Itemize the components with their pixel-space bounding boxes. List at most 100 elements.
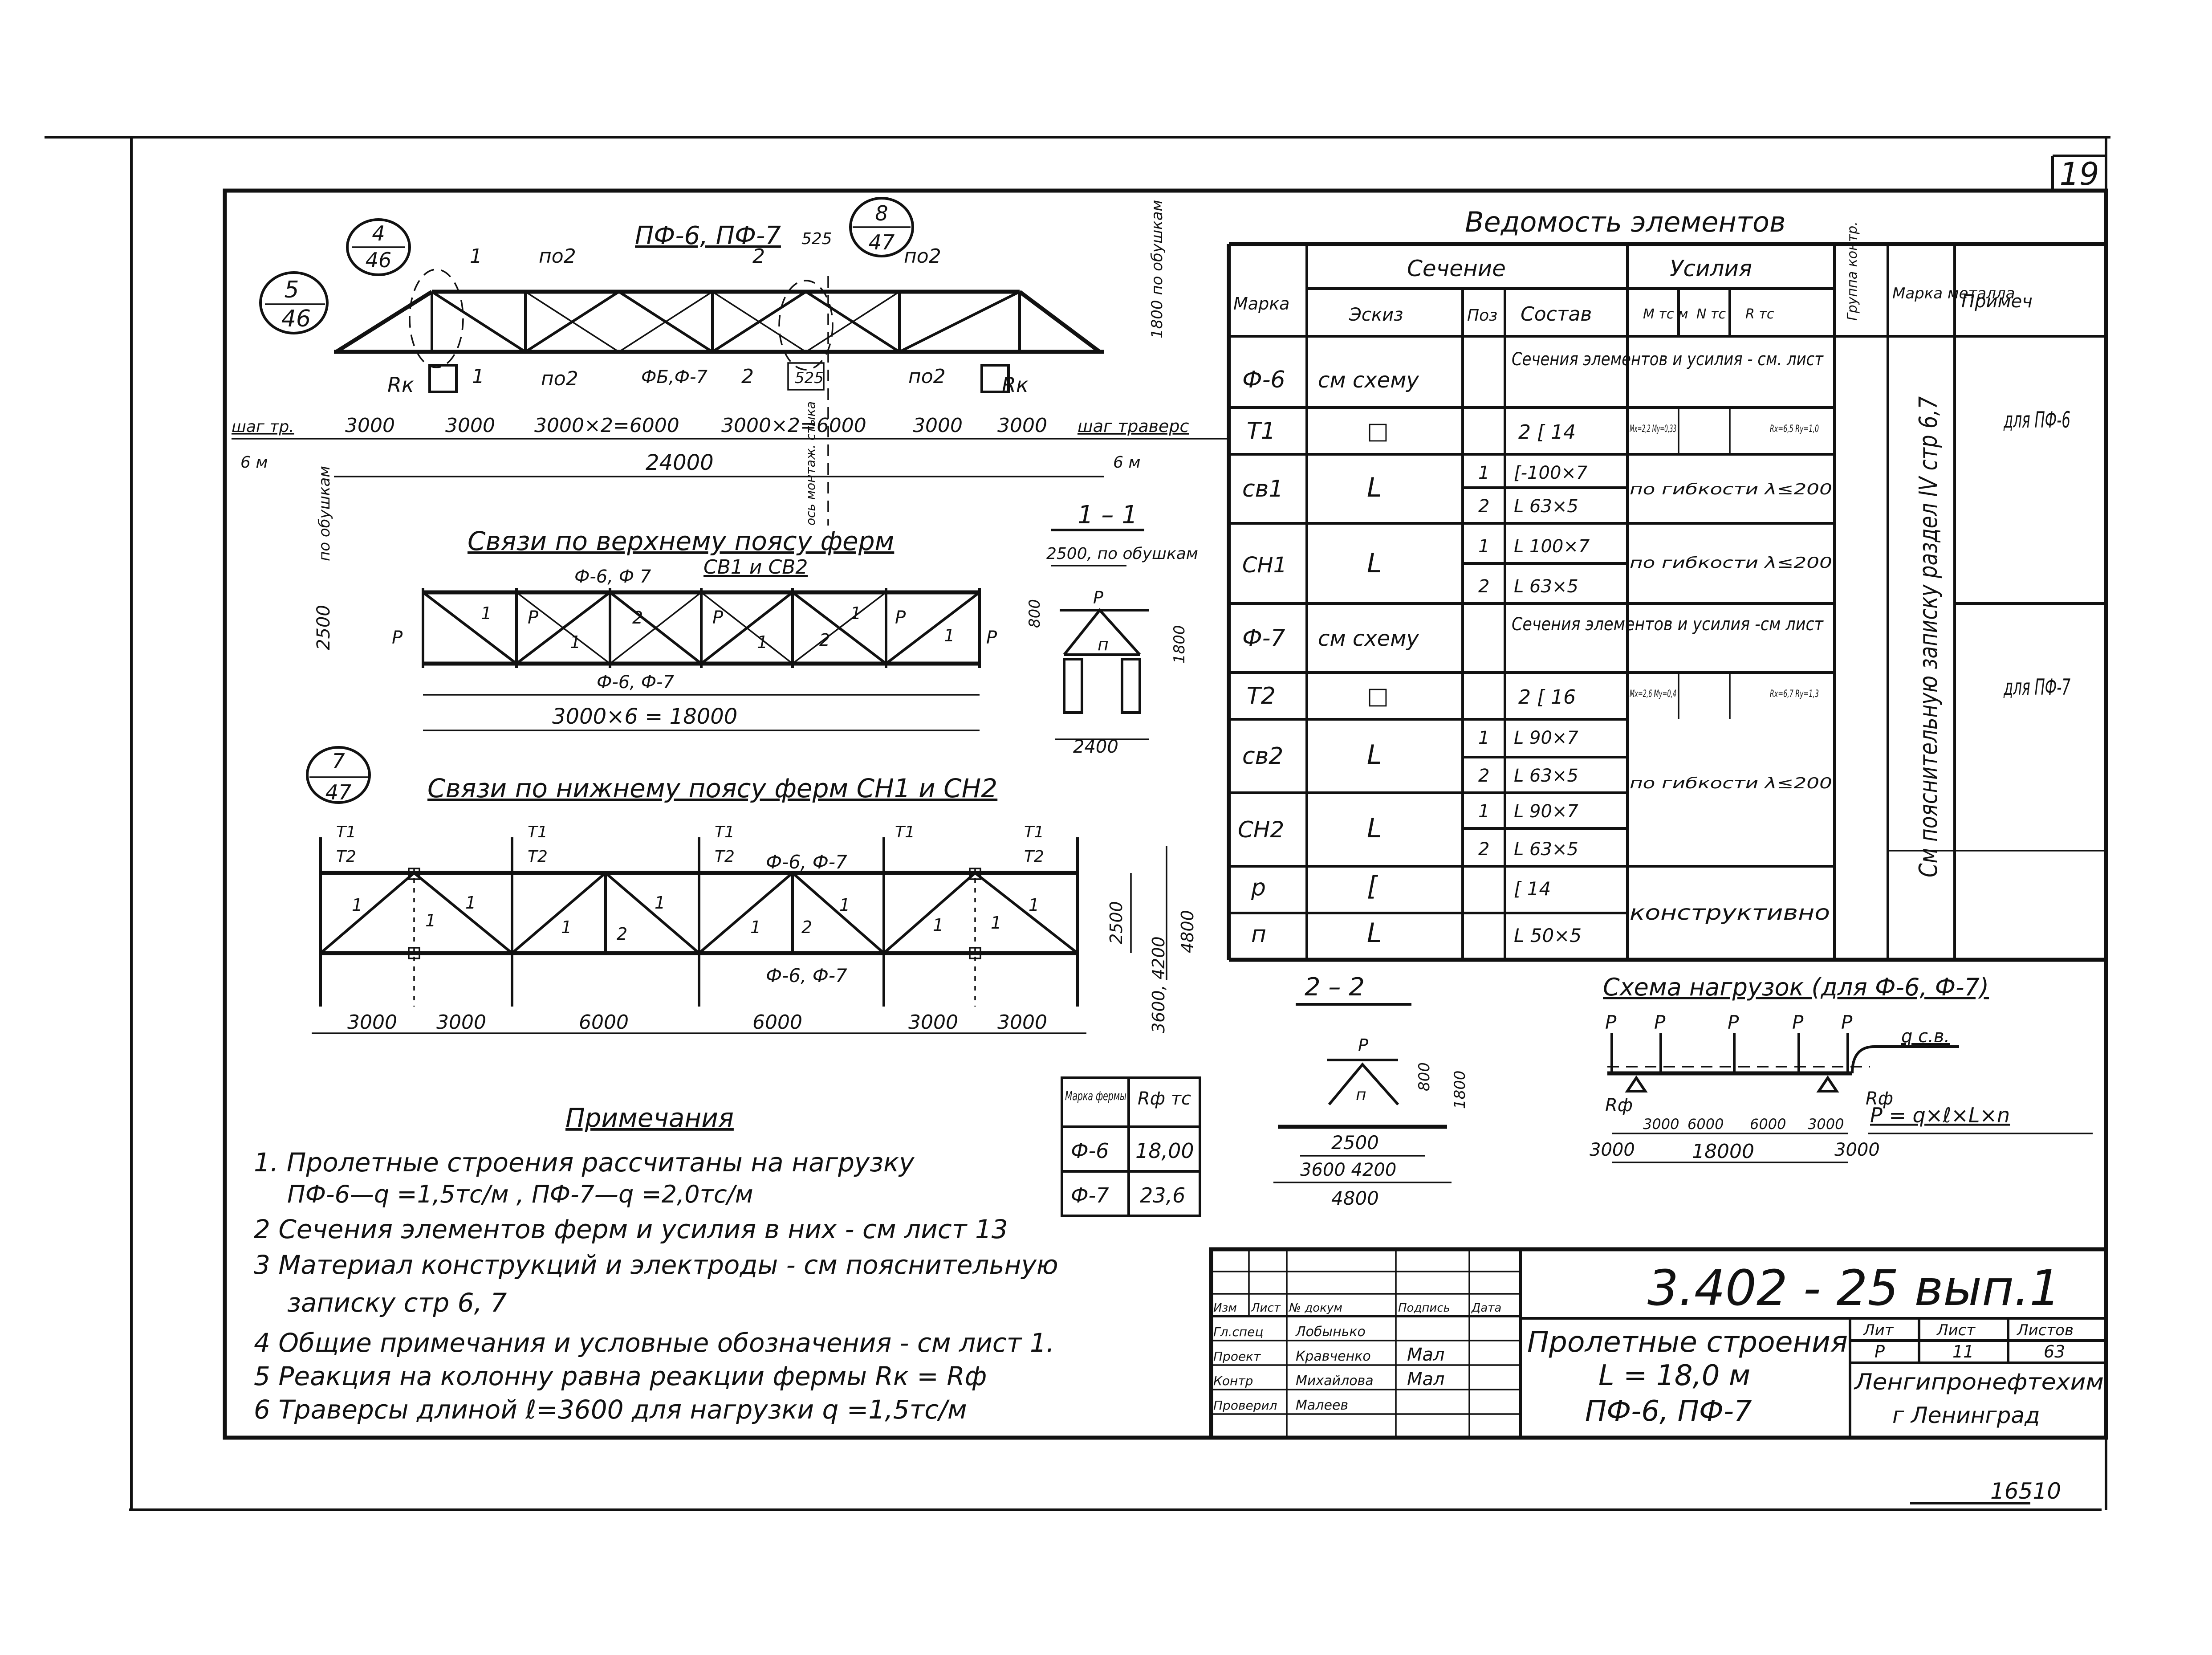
svg-text:6000: 6000 — [579, 1011, 629, 1034]
svg-text:шаг траверс: шаг траверс — [1078, 416, 1189, 436]
svg-text:3000: 3000 — [913, 414, 963, 437]
schedule-vertical-note: См пояснительную записку раздел IV стр 6… — [1914, 396, 1943, 877]
svg-text:2: 2 — [632, 608, 643, 628]
svg-text:по гибкости λ≤200: по гибкости λ≤200 — [1630, 775, 1832, 792]
svg-text:3000: 3000 — [345, 414, 395, 437]
svg-text:Состав: Состав — [1521, 303, 1592, 326]
svg-text:2 [ 16: 2 [ 16 — [1518, 686, 1576, 709]
svg-text:N тс: N тс — [1696, 306, 1726, 322]
svg-text:1: 1 — [352, 895, 362, 915]
svg-text:T1: T1 — [895, 823, 915, 841]
svg-text:P: P — [895, 607, 906, 628]
svg-text:[: [ — [1367, 871, 1378, 902]
svg-text:T2: T2 — [1024, 848, 1044, 866]
svg-text:P: P — [1728, 1011, 1739, 1033]
svg-text:Mx=2,2 My=0,33: Mx=2,2 My=0,33 — [1630, 424, 1676, 435]
svg-text:P: P — [1093, 588, 1103, 607]
element-schedule: Ведомость элементов Марка Сечение Эскиз … — [1227, 206, 2106, 962]
svg-text:2500: 2500 — [1106, 901, 1126, 944]
height-note: 1800 по обушкам — [1148, 200, 1166, 338]
svg-text:1800: 1800 — [1451, 1070, 1469, 1109]
svg-text:L: L — [1367, 548, 1382, 579]
svg-text:по гибкости λ≤200: по гибкости λ≤200 — [1630, 481, 1832, 498]
svg-text:Листов: Листов — [2016, 1321, 2074, 1339]
svg-text:Проект: Проект — [1213, 1349, 1261, 1364]
svg-text:1: 1 — [425, 911, 436, 930]
svg-text:2 Сечения элементов ферм и уси: 2 Сечения элементов ферм и усилия в них … — [254, 1214, 1008, 1244]
svg-text:2: 2 — [1478, 496, 1489, 517]
svg-text:Подпись: Подпись — [1398, 1301, 1450, 1315]
sheet-number: 19 — [2059, 156, 2099, 192]
reaction-table: Марка фермы Rф тс Ф-6 18,00 Ф-7 23,6 — [1061, 1076, 1201, 1217]
svg-text:1: 1 — [561, 917, 572, 937]
svg-text:шаг тр.: шаг тр. — [232, 418, 294, 436]
svg-text:Пролетные строения: Пролетные строения — [1527, 1326, 1848, 1359]
svg-text:Rф: Rф — [1866, 1088, 1893, 1109]
svg-text:Rx=6,7 Ry=1,3: Rx=6,7 Ry=1,3 — [1770, 689, 1819, 700]
svg-text:СН1: СН1 — [1242, 553, 1287, 578]
svg-text:1: 1 — [991, 913, 1001, 933]
svg-text:6 м: 6 м — [240, 453, 268, 472]
svg-text:Лист: Лист — [1936, 1321, 1976, 1339]
svg-text:L 63×5: L 63×5 — [1514, 766, 1578, 786]
svg-text:3000: 3000 — [436, 1011, 486, 1034]
svg-text:4: 4 — [372, 221, 385, 245]
svg-text:для ПФ-6: для ПФ-6 — [2003, 407, 2070, 433]
section-2-2: 2 – 2 P п 800 1800 2500 3600 4200 4800 — [1273, 973, 1469, 1209]
rk-right: Rк — [1002, 373, 1029, 397]
svg-text:1: 1 — [465, 893, 476, 913]
svg-text:ФБ,Ф-7: ФБ,Ф-7 — [641, 367, 708, 387]
svg-text:L 63×5: L 63×5 — [1514, 576, 1578, 597]
svg-text:3000: 3000 — [445, 414, 495, 437]
svg-text:P: P — [986, 628, 997, 648]
svg-text:2500: 2500 — [1331, 1132, 1379, 1154]
svg-text:по обушкам: по обушкам — [316, 466, 333, 561]
section-2-2-title: 2 – 2 — [1305, 973, 1365, 1002]
svg-text:L 90×7: L 90×7 — [1514, 728, 1578, 748]
bottom-bracing-drawing: 7 47 Связи по нижнему поясу ферм СН1 и С… — [306, 746, 1197, 1034]
svg-text:3000: 3000 — [1643, 1116, 1679, 1133]
svg-text:T2: T2 — [715, 848, 735, 866]
svg-text:Лит: Лит — [1862, 1321, 1894, 1339]
svg-text:Михайлова: Михайлова — [1296, 1373, 1374, 1389]
svg-text:63: 63 — [2044, 1342, 2065, 1362]
svg-text:Р: Р — [1875, 1342, 1885, 1362]
svg-text:T1: T1 — [336, 823, 356, 841]
svg-text:3000: 3000 — [347, 1011, 397, 1034]
svg-text:2: 2 — [1478, 839, 1489, 860]
svg-text:св2: св2 — [1242, 743, 1283, 770]
svg-text:п: п — [1356, 1086, 1366, 1104]
svg-text:Ф-6, Ф-7: Ф-6, Ф-7 — [766, 851, 847, 873]
svg-text:3000: 3000 — [1590, 1140, 1635, 1160]
svg-text:P: P — [392, 628, 403, 648]
svg-text:1: 1 — [1029, 895, 1039, 915]
svg-text:3600 4200: 3600 4200 — [1300, 1160, 1396, 1180]
svg-text:п: п — [1251, 921, 1266, 948]
svg-text:1: 1 — [1478, 463, 1489, 483]
svg-text:3000: 3000 — [908, 1011, 958, 1034]
svg-text:по2: по2 — [908, 365, 946, 388]
svg-text:3000: 3000 — [997, 414, 1047, 437]
svg-text:Марка металла: Марка металла — [1892, 285, 2015, 302]
svg-text:T1: T1 — [1247, 418, 1276, 444]
load-formula: P = q×ℓ×L×n — [1870, 1103, 2010, 1127]
svg-text:P: P — [1358, 1035, 1368, 1055]
truss-title: ПФ-6, ПФ-7 — [635, 221, 781, 250]
svg-text:Группа контр.: Группа контр. — [1845, 221, 1860, 321]
svg-text:6000: 6000 — [1687, 1116, 1724, 1133]
svg-text:Сечения элементов и усилия - с: Сечения элементов и усилия - см. лист — [1512, 349, 1824, 370]
section-1-1-title: 1 – 1 — [1078, 501, 1138, 530]
svg-text:№ докум: № докум — [1288, 1301, 1342, 1315]
svg-text:ось монтаж. стыка: ось монтаж. стыка — [803, 401, 818, 526]
svg-text:Rф: Rф — [1605, 1095, 1633, 1116]
svg-text:СВ1 и СВ2: СВ1 и СВ2 — [703, 556, 808, 579]
svg-text:[ 14: [ 14 — [1514, 878, 1551, 900]
svg-text:2: 2 — [1478, 576, 1489, 597]
sheet-frame: 19 16510 — [45, 136, 2110, 1511]
svg-text:4800: 4800 — [1178, 910, 1197, 953]
svg-text:Лист: Лист — [1251, 1301, 1281, 1315]
svg-text:800: 800 — [1415, 1062, 1433, 1091]
svg-text:Мал: Мал — [1407, 1369, 1445, 1390]
svg-text:P: P — [1605, 1011, 1617, 1033]
inventory-number: 16510 — [1990, 1478, 2061, 1504]
